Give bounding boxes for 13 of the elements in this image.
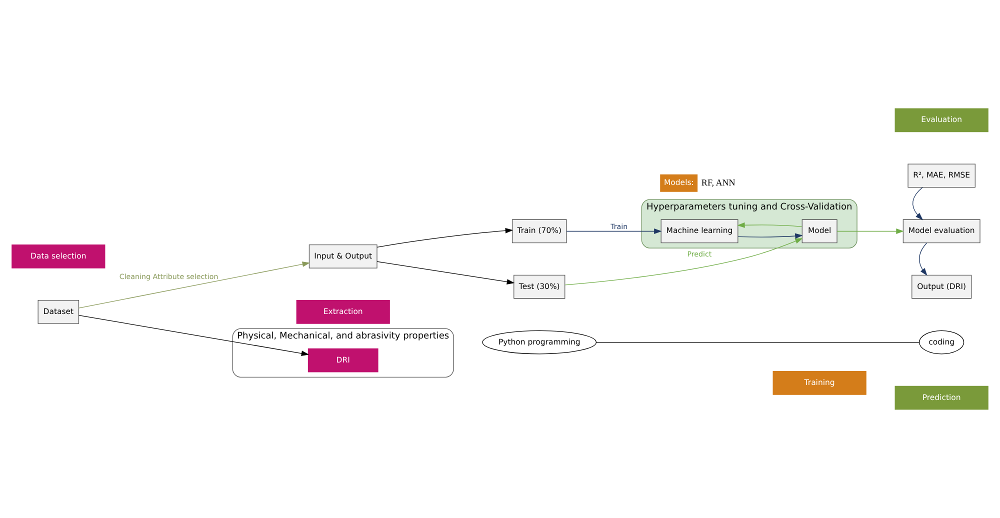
connector	[596, 342, 920, 343]
arrow	[376, 228, 514, 248]
arrow	[738, 233, 803, 239]
arrow	[376, 261, 515, 284]
arrow	[919, 242, 928, 276]
arrow	[737, 222, 802, 228]
arrow	[78, 314, 310, 356]
arrow	[564, 238, 803, 286]
arrow	[78, 262, 310, 308]
arrow	[912, 187, 924, 220]
node-label: RF, ANN	[701, 178, 736, 188]
arrow	[566, 228, 662, 234]
arrow	[836, 228, 904, 234]
